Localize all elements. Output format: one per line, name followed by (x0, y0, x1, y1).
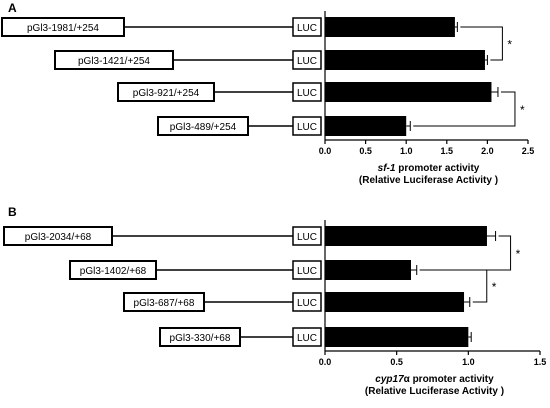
construct-row: pGl3-1981/+254 LUC (1, 17, 322, 37)
x-tick-label: 1.0 (400, 146, 413, 156)
luc-label: LUC (297, 266, 317, 277)
construct-row: pGl3-489/+254 LUC (157, 116, 322, 136)
luc-box (292, 50, 322, 70)
x-tick-label: 2.0 (481, 146, 494, 156)
luc-box (292, 82, 322, 102)
significance-bracket (413, 91, 516, 127)
significance-star: * (492, 280, 497, 294)
significance-star: * (520, 103, 525, 117)
construct-row: pGl3-1421/+254 LUC (54, 50, 322, 70)
x-axis-title: sf-1 promoter activity (378, 163, 480, 174)
luc-label: LUC (297, 298, 317, 309)
construct-row: pGl3-921/+254 LUC (117, 82, 322, 102)
construct-label: pGl3-1402/+68 (80, 266, 147, 277)
construct-label: pGl3-687/+68 (134, 298, 195, 309)
x-axis-title-italic: cyp17 (375, 374, 404, 385)
x-tick-label: 0.5 (359, 146, 372, 156)
construct-row: pGl3-330/+68 LUC (159, 327, 322, 347)
bar (325, 327, 469, 347)
construct-label: pGl3-1981/+254 (27, 23, 99, 34)
luc-label: LUC (297, 56, 317, 67)
x-tick-label: 1.0 (462, 357, 475, 367)
bar (325, 116, 407, 136)
construct-row: pGl3-2034/+68 LUC (3, 226, 322, 246)
construct-label: pGl3-921/+254 (133, 88, 200, 99)
luc-label: LUC (297, 23, 317, 34)
significance-bracket (419, 269, 488, 303)
x-axis-title-line2: (Relative Luciferase Activity ) (365, 386, 504, 397)
panel-letter: B (8, 205, 17, 219)
luc-label: LUC (297, 88, 317, 99)
x-axis-title: cyp17α promoter activity (375, 374, 494, 385)
luc-label: LUC (297, 122, 317, 133)
x-tick-label: 0.0 (319, 146, 332, 156)
construct-label: pGl3-330/+68 (170, 333, 231, 344)
significance-star: * (516, 247, 521, 261)
significance-star: * (507, 38, 512, 52)
bar (325, 260, 411, 280)
x-axis-title-rest: α promoter activity (404, 374, 494, 385)
construct-label: pGl3-489/+254 (170, 122, 237, 133)
luc-box (292, 292, 322, 312)
x-axis-title-rest: promoter activity (395, 163, 479, 174)
construct-label: pGl3-2034/+68 (25, 232, 92, 243)
x-axis-title-line2: (Relative Luciferase Activity ) (359, 175, 498, 186)
x-tick-label: 0.5 (390, 357, 403, 367)
bar (325, 292, 465, 312)
x-tick-label: 2.5 (522, 146, 535, 156)
luc-box (292, 327, 322, 347)
x-tick-label: 1.5 (441, 146, 454, 156)
panel-letter: A (8, 1, 17, 15)
luc-box (292, 116, 322, 136)
construct-row: pGl3-687/+68 LUC (123, 292, 322, 312)
luc-box (292, 17, 322, 37)
bar (325, 82, 492, 102)
significance-bracket (460, 26, 503, 61)
construct-row: pGl3-1402/+68 LUC (69, 260, 322, 280)
x-tick-label: 0.0 (319, 357, 332, 367)
bar (325, 50, 485, 70)
bar (325, 17, 455, 37)
bar (325, 226, 487, 246)
luc-label: LUC (297, 232, 317, 243)
x-axis-title-italic: sf-1 (378, 163, 396, 174)
luc-label: LUC (297, 333, 317, 344)
luc-box (292, 226, 322, 246)
construct-label: pGl3-1421/+254 (78, 56, 150, 67)
x-tick-label: 1.5 (534, 357, 547, 367)
luc-box (292, 260, 322, 280)
